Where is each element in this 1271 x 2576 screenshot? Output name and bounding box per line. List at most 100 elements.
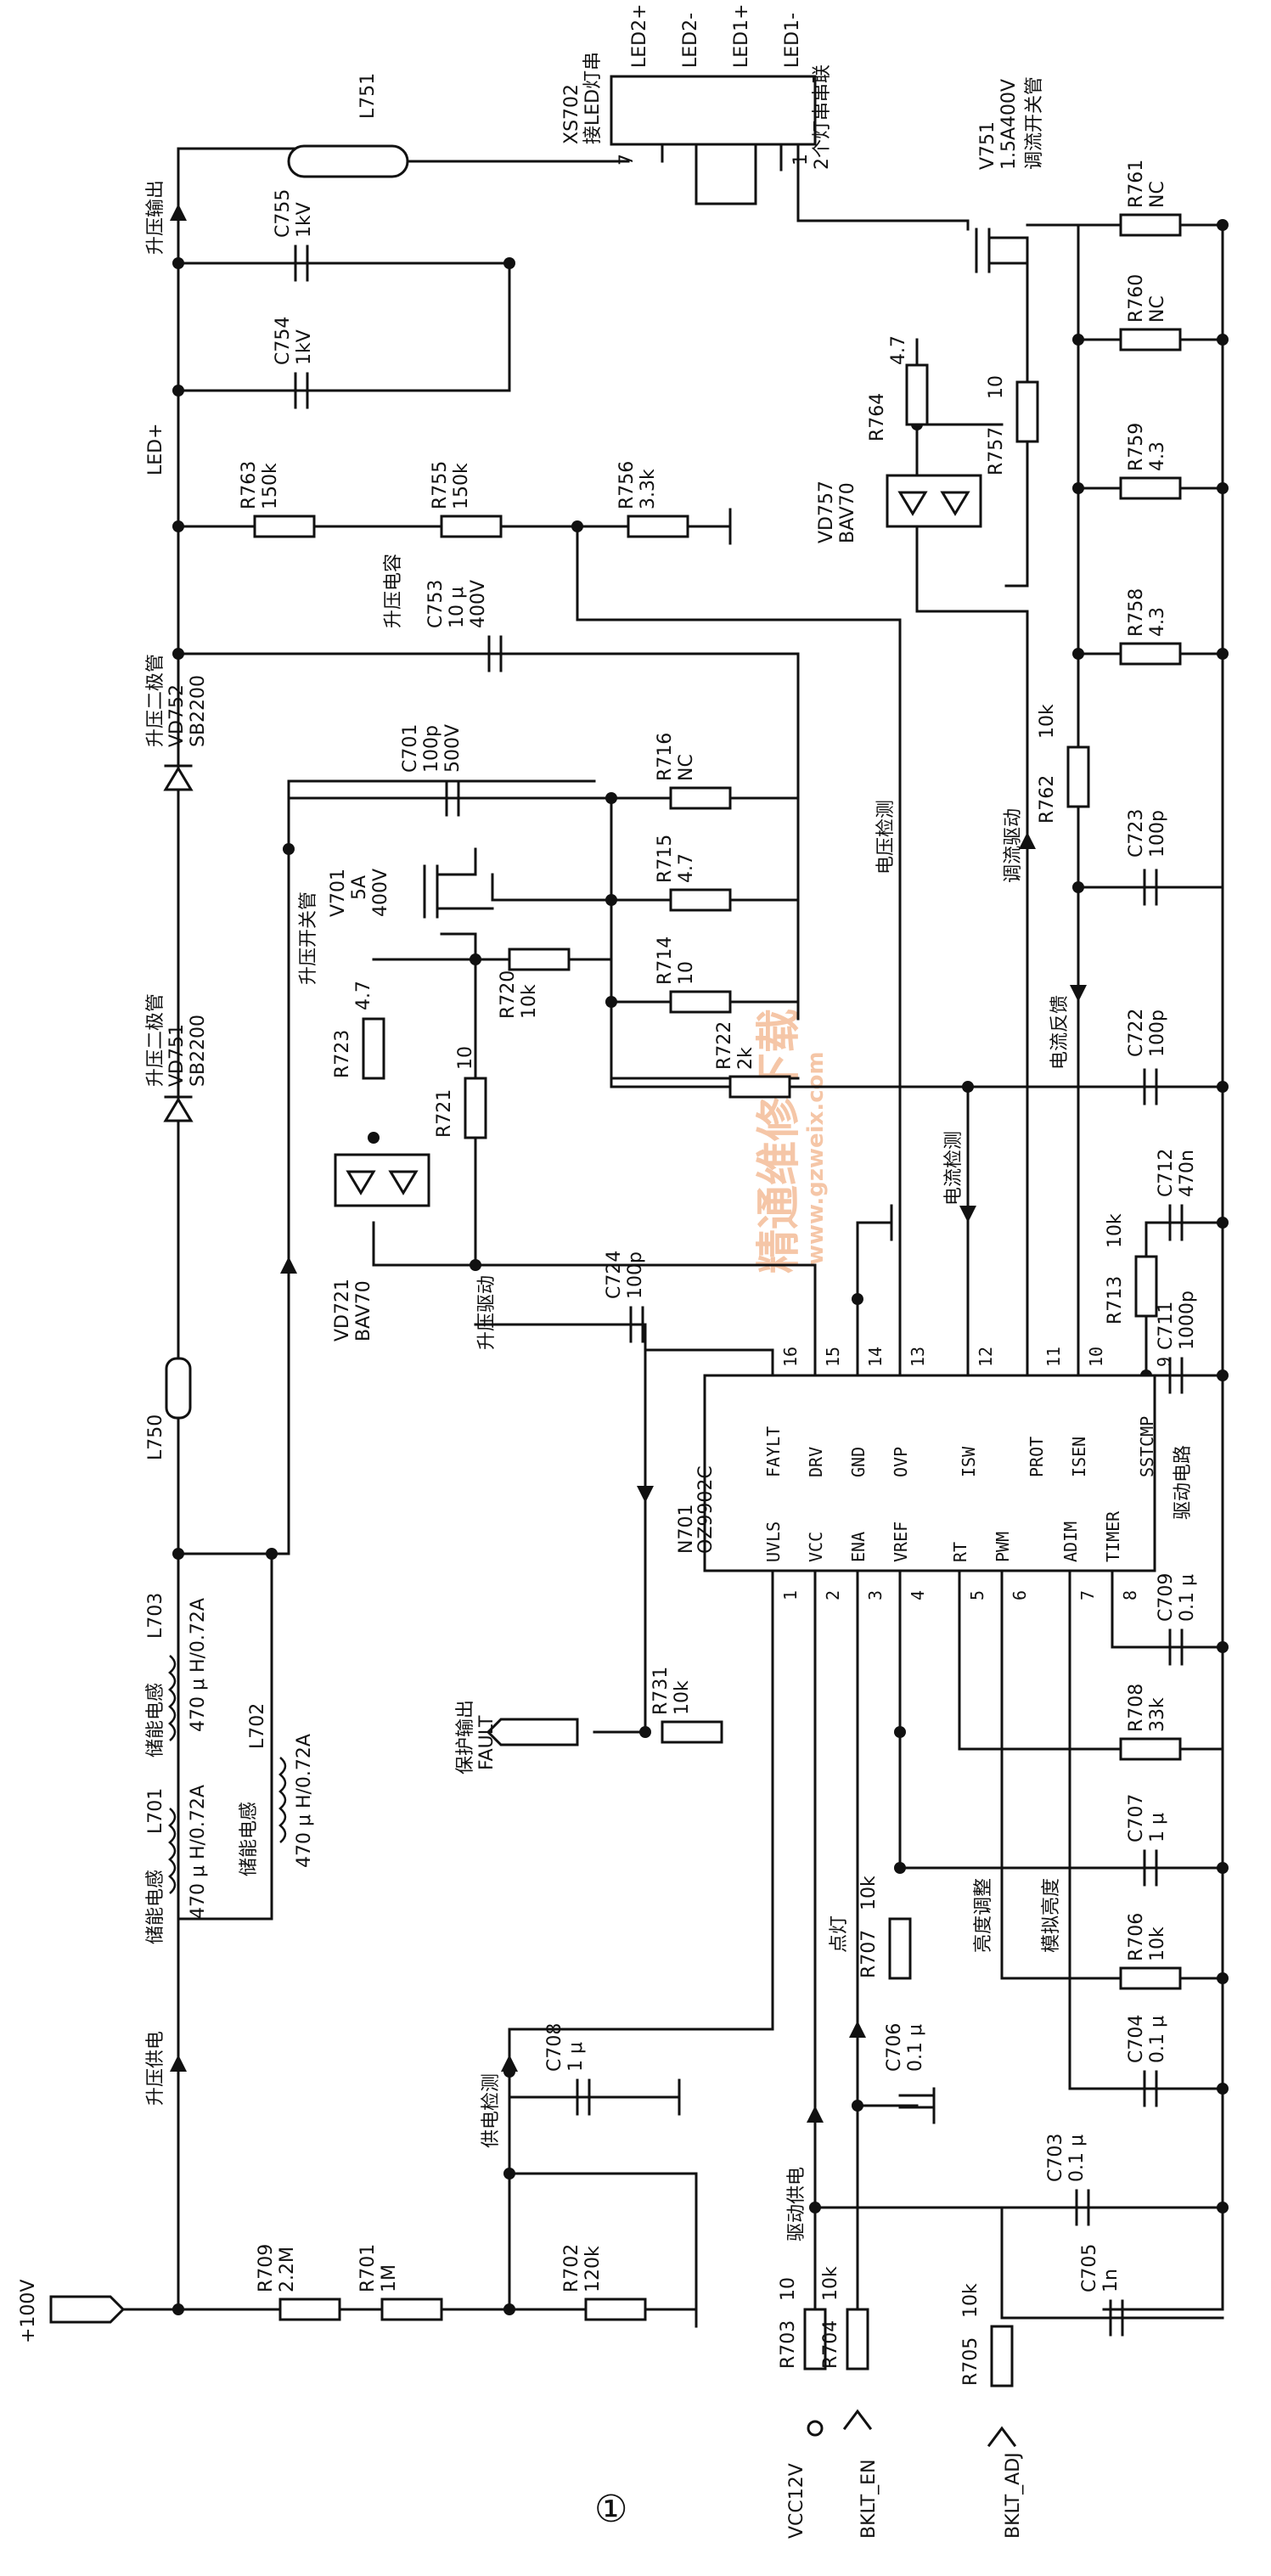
ref-r761: R761 xyxy=(1126,160,1147,208)
ref-v751: V751 xyxy=(977,121,998,170)
resistor-r762 xyxy=(1066,745,1090,808)
val2-v701: 400V xyxy=(370,869,391,917)
val-r764: 4.7 xyxy=(888,335,909,365)
ic-pin-name-right-13: OVP xyxy=(891,1447,911,1477)
ic-pin-name-left-1: UVLS xyxy=(763,1521,784,1562)
val-vd721: BAV70 xyxy=(353,1280,374,1341)
ic-pin-name-left-5: RT xyxy=(950,1542,970,1562)
resistor-r720 xyxy=(508,948,571,971)
val-r702: 120k xyxy=(582,2246,604,2292)
label-dim-drive: 调流驱动 xyxy=(1003,808,1024,883)
input-bklt-adj xyxy=(987,2426,1017,2448)
resistor-r721 xyxy=(464,1077,487,1139)
resistor-r756 xyxy=(627,515,689,538)
boost-out-rail xyxy=(177,147,299,261)
resistor-r761 xyxy=(1119,213,1182,237)
ref-r702: R702 xyxy=(561,2244,582,2292)
ref-r763: R763 xyxy=(239,461,260,509)
c705-wire xyxy=(1000,2206,1224,2320)
vd721-wire xyxy=(372,958,477,1267)
pin-led2-plus: LED2+ xyxy=(629,3,650,68)
ref-r704: R704 xyxy=(820,2320,841,2369)
val-r703: 10 xyxy=(778,2277,799,2301)
xs702-out xyxy=(796,143,970,231)
ref-c753: C753 xyxy=(425,580,447,628)
label-brightness-adjust: 亮度调整 xyxy=(973,1878,994,1953)
label-boost-drive: 升压驱动 xyxy=(476,1275,498,1350)
signal-arrows xyxy=(170,204,1087,2123)
val-r755: 150k xyxy=(451,463,472,509)
cap-c705 xyxy=(1109,2299,1124,2337)
resistor-r705 xyxy=(990,2325,1014,2388)
ref-c701: C701 xyxy=(400,724,421,773)
resistor-r706 xyxy=(1119,1966,1182,1990)
val-r758: 4.3 xyxy=(1147,607,1168,637)
ref-r709: R709 xyxy=(256,2244,277,2292)
ref-r715: R715 xyxy=(655,835,676,883)
val1-c701: 100p xyxy=(421,725,442,773)
ref-r720: R720 xyxy=(498,970,519,1019)
cap-c755 xyxy=(294,245,309,282)
label-current-detect: 电流检测 xyxy=(943,1131,964,1206)
resistor-r755 xyxy=(440,515,503,538)
ref-c705: C705 xyxy=(1079,2244,1100,2292)
ref-c703: C703 xyxy=(1045,2134,1066,2182)
ref-r716: R716 xyxy=(655,733,676,781)
val-c707: 1 μ xyxy=(1147,1813,1168,1842)
ref-l703: L703 xyxy=(145,1593,166,1639)
c753-wire xyxy=(177,652,800,1021)
cap-c706 xyxy=(898,2094,936,2109)
val-r756: 3.3k xyxy=(638,469,659,509)
val-l701: 470 μ H/0.72A xyxy=(188,1785,209,1919)
ref-r760: R760 xyxy=(1126,274,1147,323)
ic-pin-num-left-5: 5 xyxy=(967,1590,987,1600)
resistor-r704 xyxy=(846,2308,869,2371)
input-vcc12v xyxy=(807,2420,824,2437)
cap-c712 xyxy=(1168,1204,1184,1241)
ground-symbols xyxy=(678,508,936,2328)
label-analog-dim: 模拟亮度 xyxy=(1041,1878,1062,1953)
cap-c711 xyxy=(1168,1357,1184,1394)
ref-c704: C704 xyxy=(1126,2015,1147,2063)
vref-wire xyxy=(898,1569,1224,1870)
label-current-feedback: 电流反馈 xyxy=(1049,995,1071,1070)
val-r722: 2k xyxy=(735,1047,756,1070)
ref-l750: L750 xyxy=(145,1415,166,1460)
ref-r701: R701 xyxy=(357,2244,379,2292)
ic-pin-name-left-7: ADIM xyxy=(1060,1521,1081,1562)
label-drive-supply: 驱动供电 xyxy=(786,2167,807,2241)
val-r763: 150k xyxy=(260,463,281,509)
cap-c724 xyxy=(629,1306,644,1343)
gnd-wire xyxy=(856,1221,893,1377)
cap-c754 xyxy=(294,372,309,409)
val-c704: 0.1 μ xyxy=(1147,2016,1168,2063)
resistor-r701 xyxy=(380,2298,443,2321)
resistor-r708 xyxy=(1119,1737,1182,1761)
ic-caption: 驱动电路 xyxy=(1173,1445,1194,1520)
ref-r764: R764 xyxy=(867,393,888,442)
fault-terminal xyxy=(486,1718,579,1746)
ic-pin-name-right-14: GND xyxy=(848,1447,869,1477)
label-boost-supply: 升压供电 xyxy=(145,2031,166,2106)
ic-pin-num-left-6: 6 xyxy=(1009,1590,1030,1600)
ref-vd751: VD751 xyxy=(166,1024,188,1087)
ref-l702: L702 xyxy=(247,1703,268,1749)
label-l701: 储能电感 xyxy=(145,1870,166,1944)
ovp-wire xyxy=(576,525,902,1377)
val-r760: NC xyxy=(1147,295,1168,323)
ref-vd752: VD752 xyxy=(166,684,188,747)
ic-pin-num-left-8: 8 xyxy=(1120,1590,1140,1600)
ref-r758: R758 xyxy=(1126,588,1147,637)
watermark-text: 精通维修下载 xyxy=(754,1009,805,1274)
v751-source xyxy=(1004,236,1029,588)
cap-c703 xyxy=(1075,2189,1090,2226)
label-xs702: 接LED灯串 xyxy=(582,52,604,144)
inductor-rail-2 xyxy=(177,1552,273,1921)
pin-7: 7 xyxy=(616,154,638,166)
val-r716: NC xyxy=(676,754,697,781)
watermark-url: www.gzweix.com xyxy=(803,1051,829,1265)
val-r708: 33k xyxy=(1147,1697,1168,1732)
fault-wire xyxy=(593,1348,774,1734)
cap-c708 xyxy=(576,2078,591,2116)
